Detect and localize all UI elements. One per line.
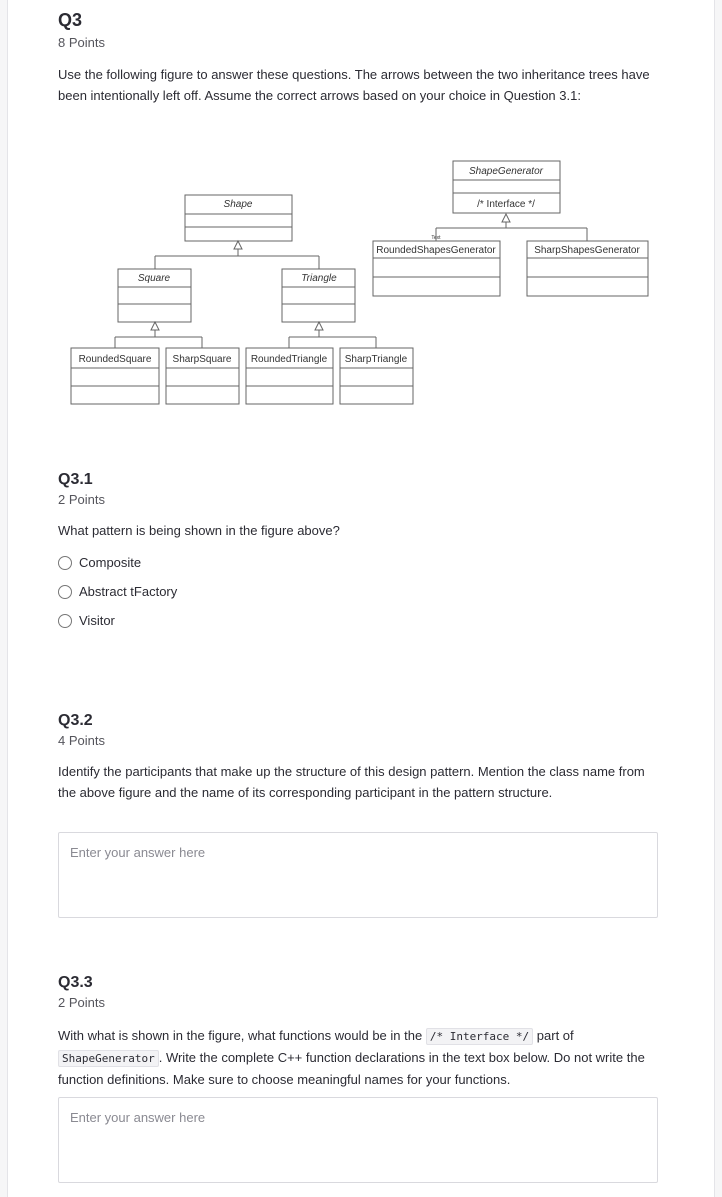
q31-points: 2 Points xyxy=(58,492,105,507)
rounded-triangle-class-label: RoundedTriangle xyxy=(251,354,328,365)
q33-title: Q3.3 xyxy=(58,974,93,991)
q33-prompt: With what is shown in the figure, what f… xyxy=(58,1025,658,1090)
q3-points: 8 Points xyxy=(58,35,105,50)
q33-text-mid: part of xyxy=(536,1028,574,1043)
interface-label: /* Interface */ xyxy=(477,199,535,210)
sharp-shapes-generator-label: SharpShapesGenerator xyxy=(534,245,640,256)
uml-diagram: Shape Square Triangle RoundedSquare Shar… xyxy=(70,160,649,405)
option-label: Composite xyxy=(79,555,142,570)
option-label: Abstract tFactory xyxy=(79,584,178,599)
interface-code: /* Interface */ xyxy=(425,1028,534,1045)
q33-text-after: . Write the complete C++ function declar… xyxy=(58,1050,645,1087)
q33-text-before: With what is shown in the figure, what f… xyxy=(58,1028,423,1043)
shape-generator-code: ShapeGenerator xyxy=(58,1050,159,1067)
q32-title: Q3.2 xyxy=(58,712,93,729)
shape-generator-class-label: ShapeGenerator xyxy=(469,166,544,177)
sharp-triangle-class-label: SharpTriangle xyxy=(345,354,408,365)
q32-answer-input[interactable] xyxy=(58,832,658,918)
square-class-label: Square xyxy=(138,273,171,284)
radio-button[interactable] xyxy=(58,613,72,628)
sharp-square-class-label: SharpSquare xyxy=(173,354,232,365)
option-abstract-factory[interactable]: Abstract tFactory xyxy=(58,577,177,606)
option-visitor[interactable]: Visitor xyxy=(58,606,177,635)
q33-answer-input[interactable] xyxy=(58,1097,658,1183)
tiny-text-label: Text xyxy=(431,235,441,241)
question-page: Q3 8 Points Use the following figure to … xyxy=(7,0,715,1197)
rounded-shapes-generator-label: RoundedShapesGenerator xyxy=(376,245,496,256)
q32-points: 4 Points xyxy=(58,733,105,748)
uml-diagram-image: Shape Square Triangle RoundedSquare Shar… xyxy=(58,149,662,417)
option-composite[interactable]: Composite xyxy=(58,548,177,577)
q31-prompt: What pattern is being shown in the figur… xyxy=(58,523,340,538)
q3-prompt: Use the following figure to answer these… xyxy=(58,67,650,103)
q31-title: Q3.1 xyxy=(58,471,93,488)
q33-points: 2 Points xyxy=(58,995,105,1010)
radio-button[interactable] xyxy=(58,584,72,599)
q32-prompt: Identify the participants that make up t… xyxy=(58,764,645,800)
radio-button[interactable] xyxy=(58,555,72,570)
triangle-class-label: Triangle xyxy=(301,273,337,284)
shape-class-label: Shape xyxy=(224,199,253,210)
q31-options: Composite Abstract tFactory Visitor xyxy=(58,548,177,635)
rounded-square-class-label: RoundedSquare xyxy=(79,354,152,365)
q3-title: Q3 xyxy=(58,10,83,30)
option-label: Visitor xyxy=(79,613,115,628)
